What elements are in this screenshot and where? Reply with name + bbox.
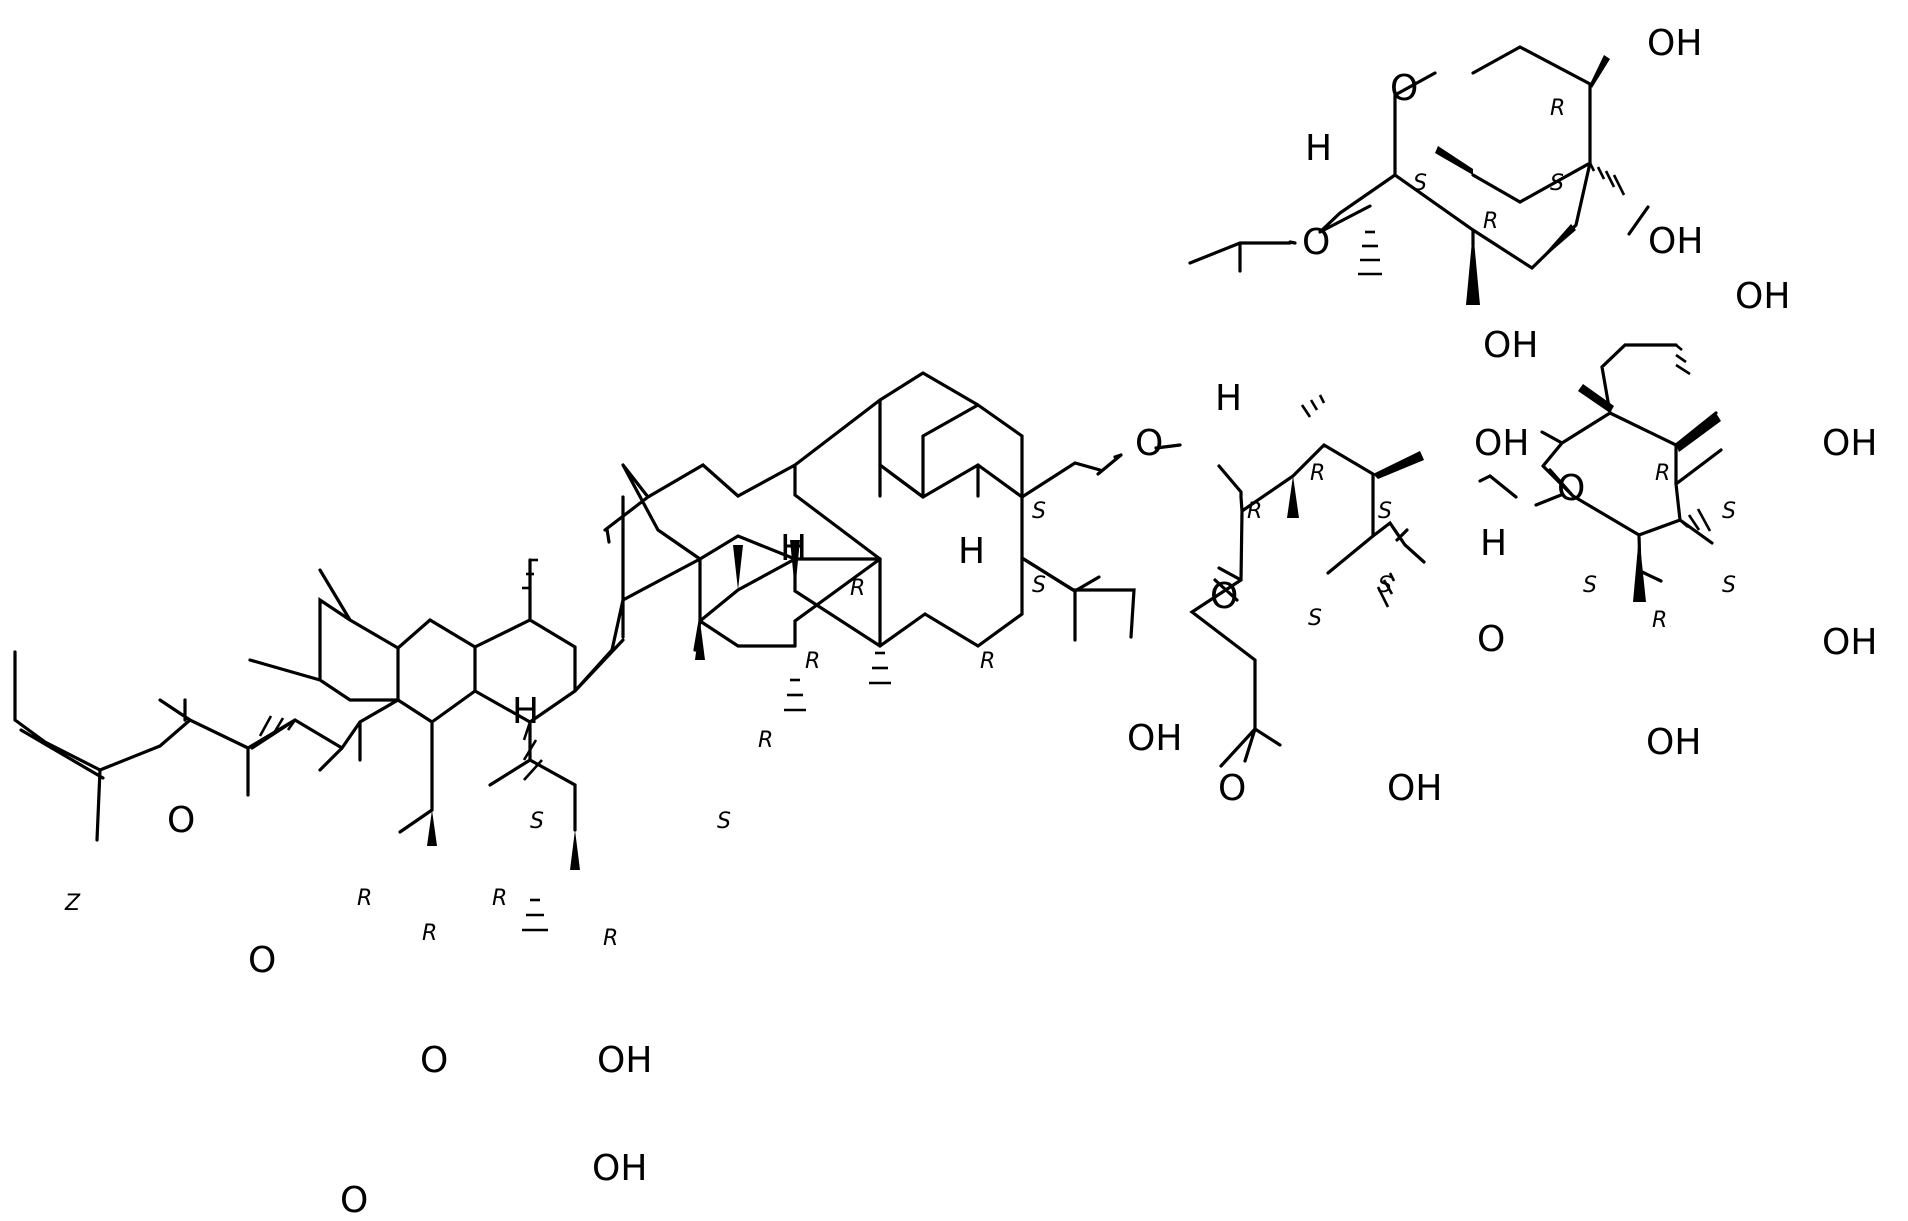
stereo-glc-c4: S [1722, 499, 1736, 524]
oh-glc-4: OH [1822, 423, 1877, 464]
o-aglycone: O [1135, 423, 1163, 464]
stereo-c22: R [422, 921, 437, 946]
o-ester: O [248, 940, 276, 981]
stereo-xyl-c3: S [1550, 171, 1564, 196]
oh-xyl-right: OH [1648, 221, 1703, 262]
stereo-c15: R [603, 926, 618, 951]
bonds [13, 45, 1723, 842]
o-acetate-carbonyl: O [340, 1180, 368, 1221]
stereo-c9: R [805, 649, 820, 674]
h-c9: H [780, 528, 807, 569]
o-glca-ring: O [1210, 576, 1238, 617]
o-glycosidic-upper: O [1302, 222, 1330, 263]
oh-c16: OH [597, 1040, 652, 1081]
atom-labels: O OH H OH OH O OH H O OH OH O H O O OH H… [167, 23, 1877, 1221]
o-glc-ring: O [1557, 468, 1585, 509]
oh-c28: OH [592, 1148, 647, 1189]
stereo-c3: S [1032, 499, 1046, 524]
o-glycosidic-lower: O [1477, 619, 1505, 660]
stereo-glca-c1: R [1247, 499, 1262, 524]
oh-xyl-top: OH [1647, 23, 1702, 64]
stereo-c8: R [850, 576, 865, 601]
stereo-labels: R S S R R R S R S R S S S S S R R S R R … [64, 96, 1736, 951]
h-xyl: H [1305, 128, 1332, 169]
stereo-c4: S [1032, 573, 1046, 598]
stereo-glca-c5: S [1308, 606, 1322, 631]
o-acid-carbonyl: O [1218, 768, 1246, 809]
h-glca: H [1215, 378, 1242, 419]
hashed-bonds [258, 162, 1712, 932]
oh-glca-4: OH [1474, 423, 1529, 464]
stereo-xyl-c2: R [1483, 209, 1498, 234]
oh-glc-3: OH [1822, 622, 1877, 663]
stereo-c21: R [357, 886, 372, 911]
oh-glc-2: OH [1646, 722, 1701, 763]
stereo-c16: R [492, 886, 507, 911]
stereo-c5: R [980, 649, 995, 674]
wedge-bonds [427, 55, 1721, 870]
o-xyl-ring: O [1390, 68, 1418, 109]
oh-glc-ch2: OH [1735, 276, 1790, 317]
h-glc: H [1480, 523, 1507, 564]
h-c18: H [512, 691, 539, 732]
stereo-xyl-c4: R [1550, 96, 1565, 121]
stereo-glc-c2: R [1652, 608, 1667, 633]
stereo-glc-c3: S [1722, 573, 1736, 598]
stereo-glca-c2: R [1310, 461, 1325, 486]
stereo-glc-c5: R [1655, 461, 1670, 486]
stereo-c14: R [758, 728, 773, 753]
oh-acid: OH [1387, 768, 1442, 809]
stereo-c17: S [717, 809, 731, 834]
o-ester-carbonyl: O [167, 800, 195, 841]
stereo-xyl-c1: S [1413, 171, 1427, 196]
h-c5: H [958, 531, 985, 572]
stereo-glca-c4: S [1378, 573, 1392, 598]
stereo-glc-c1: S [1583, 573, 1597, 598]
o-acetate-ester: O [420, 1040, 448, 1081]
stereo-olefin: Z [64, 891, 81, 916]
oh-xyl-bottom: OH [1483, 325, 1538, 366]
stereo-glca-c3: S [1378, 499, 1392, 524]
stereo-c18: S [530, 809, 544, 834]
oh-c23: OH [1127, 718, 1182, 759]
